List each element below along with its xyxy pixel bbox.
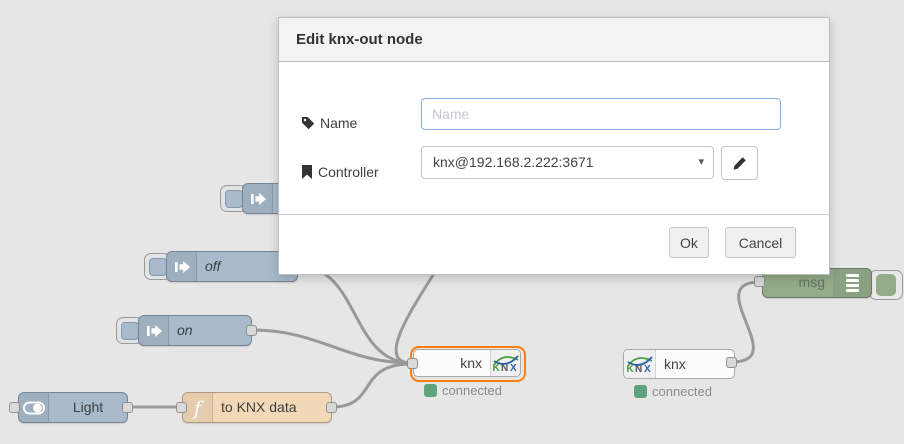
function-node-to-knx-data[interactable]: f to KNX data xyxy=(182,392,332,423)
ok-button[interactable]: Ok xyxy=(669,227,709,258)
wire-on-to-knx[interactable] xyxy=(251,328,413,365)
inject-arrow-icon xyxy=(243,184,273,213)
node-status: connected xyxy=(634,384,712,399)
bookmark-icon xyxy=(302,165,312,179)
inject-button-pad xyxy=(148,257,167,276)
port-output-knx-in[interactable] xyxy=(726,357,737,368)
node-label: on xyxy=(177,322,193,338)
inject-arrow-icon xyxy=(139,316,169,345)
knx-logo-icon: K N X xyxy=(624,350,656,378)
port-input-knx-out[interactable] xyxy=(407,358,418,369)
controller-field-label: Controller xyxy=(301,164,379,180)
debug-toggle-button[interactable] xyxy=(869,270,903,300)
caret-down-icon: ▾ xyxy=(698,156,704,168)
svg-text:X: X xyxy=(510,363,517,373)
edit-controller-button[interactable] xyxy=(721,146,758,180)
controller-select[interactable]: knx@192.168.2.222:3671 ▾ xyxy=(421,146,714,179)
node-label: Light xyxy=(72,399,104,415)
knx-in-node[interactable]: K N X knx xyxy=(623,349,735,379)
inject-node-on[interactable]: on xyxy=(138,315,252,346)
tag-icon xyxy=(302,117,315,130)
debug-toggle-pad xyxy=(876,274,896,296)
node-label: to KNX data xyxy=(221,399,297,415)
port-output-function[interactable] xyxy=(326,402,337,413)
name-field-label: Name xyxy=(301,115,357,131)
inject-arrow-icon xyxy=(167,252,197,281)
port-output-on[interactable] xyxy=(246,325,257,336)
svg-text:N: N xyxy=(501,363,508,373)
port-input-msg[interactable] xyxy=(754,276,765,287)
toggle-switch-icon xyxy=(19,393,49,422)
status-dot-icon xyxy=(634,385,647,398)
name-input[interactable] xyxy=(421,98,781,130)
debug-console-icon xyxy=(833,269,871,297)
port-output-light[interactable] xyxy=(122,402,133,413)
port-input-function[interactable] xyxy=(176,402,187,413)
status-dot-icon xyxy=(424,384,437,397)
switch-node-light[interactable]: Light xyxy=(18,392,128,423)
svg-text:X: X xyxy=(644,364,651,374)
wire-function-to-knx[interactable] xyxy=(331,362,412,409)
selection-ring: knx K N X xyxy=(410,346,526,382)
pencil-icon xyxy=(733,156,746,170)
cancel-button[interactable]: Cancel xyxy=(725,227,796,258)
node-label: off xyxy=(205,258,221,274)
inject-button-pad xyxy=(224,189,243,208)
node-status: connected xyxy=(424,383,502,398)
svg-text:K: K xyxy=(627,364,635,374)
inject-node-off[interactable]: off xyxy=(166,251,298,282)
port-input-light[interactable] xyxy=(9,402,20,413)
debug-node-msg[interactable]: msg xyxy=(762,268,872,298)
inject-button-pad xyxy=(120,321,139,340)
svg-text:N: N xyxy=(635,364,642,374)
svg-text:K: K xyxy=(493,363,501,373)
knx-out-node[interactable]: knx K N X xyxy=(413,349,521,377)
node-label: knx xyxy=(460,355,482,371)
node-label: msg xyxy=(798,274,825,290)
node-label: knx xyxy=(664,356,686,372)
function-f-icon: f xyxy=(183,393,213,422)
dialog-footer-divider xyxy=(279,214,829,215)
edit-node-dialog: Edit knx-out node Name Controller knx@19… xyxy=(278,17,830,275)
wire-knx-to-msg[interactable] xyxy=(731,280,761,364)
knx-logo-icon: K N X xyxy=(490,350,520,376)
dialog-title: Edit knx-out node xyxy=(279,18,829,62)
